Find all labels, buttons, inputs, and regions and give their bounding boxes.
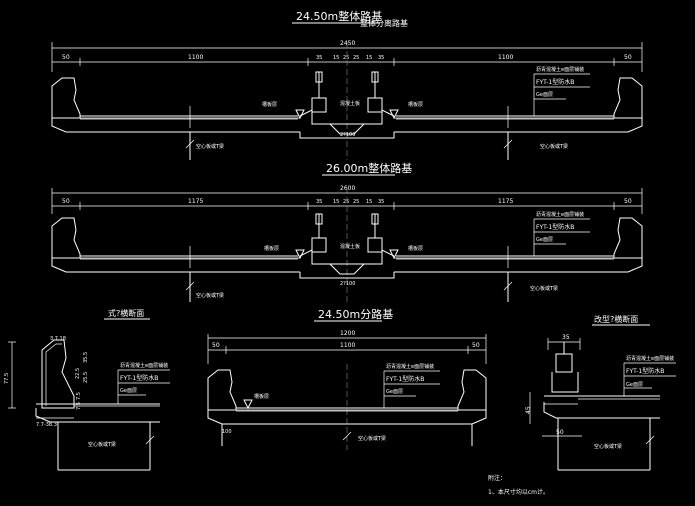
dim-detail-left-bottom: 7.7-38.3 <box>36 422 57 428</box>
dim-right-span-top: 1100 <box>498 54 513 61</box>
label-median-left-top: 槽板层 <box>262 101 277 108</box>
layer-label-3-middle: Ge面层 <box>536 237 553 243</box>
dim-detail-right-bottom: 50 <box>556 429 564 436</box>
dim-right-margin-middle: 50 <box>624 198 632 205</box>
layer-label-1-bottom: 沥青混凝土e面层铺装 <box>386 363 434 370</box>
dim-left-span-top: 1100 <box>188 54 203 61</box>
dim-median-3: 25 <box>353 55 359 61</box>
dim-overall-bottom: 1200 <box>340 330 355 337</box>
layer-label-2-middle: FYT-1型防水B <box>536 223 574 231</box>
dim-left-span-middle: 1175 <box>188 198 203 205</box>
dim-median-1: 15 <box>333 55 339 61</box>
label-girder-bottom: 空心板或T梁 <box>358 435 386 442</box>
dim-detail-left-d: 7.5 <box>76 392 82 400</box>
label-median-bottom: 槽板层 <box>254 393 269 400</box>
detail-right: 35 45 50 沥青混凝土e面层铺装 FYT-1型防水B Ge面层 空心板或T… <box>525 334 676 471</box>
dim-median-mid-3: 25 <box>353 199 359 205</box>
layer-label-1-middle: 沥青混凝土e面层铺装 <box>536 211 584 218</box>
label-center-top: 混凝土板 <box>340 100 360 107</box>
dim-detail-right-height: 45 <box>525 406 532 414</box>
dim-left-margin-middle: 50 <box>62 198 70 205</box>
dim-center-middle: 2?100 <box>340 281 355 287</box>
dim-overall-middle: 2600 <box>340 185 355 192</box>
dim-right-span-middle: 1175 <box>498 198 513 205</box>
label-girder-left-middle: 空心板或T梁 <box>196 292 224 299</box>
section-middle: 2600 50 1175 1175 50 35 15 25 25 15 35 <box>51 185 643 302</box>
dim-left-margin-top: 50 <box>62 54 70 61</box>
dim-median-mid-0: 35 <box>316 199 322 205</box>
dim-median-mid-5: 35 <box>378 199 384 205</box>
notes-heading: 附注： <box>488 474 506 482</box>
dim-detail-left-c: 22.5 <box>75 368 81 379</box>
title-section-middle: 26.00m整体路基 <box>326 161 412 175</box>
dim-median-mid-4: 15 <box>366 199 372 205</box>
label-median-right-top: 槽板层 <box>408 101 423 108</box>
title-section-top-sub: 整体分离路基 <box>360 18 408 28</box>
label-girder-detail-left: 空心板或T梁 <box>88 441 116 448</box>
title-section-top: 24.50m整体路基 <box>296 9 382 23</box>
dim-detail-left-top: 3.7.18 <box>50 336 66 342</box>
dim-median-0: 35 <box>316 55 322 61</box>
dim-detail-left-b: 25.5 <box>83 372 89 383</box>
dim-median-5: 35 <box>378 55 384 61</box>
layer-label-2-detail-left: FYT-1型防水B <box>120 374 158 382</box>
dim-center-top: 2?100 <box>340 132 355 138</box>
layer-label-1-detail-right: 沥青混凝土e面层铺装 <box>626 355 674 362</box>
layer-label-2-bottom: FYT-1型防水B <box>386 375 424 383</box>
label-girder-detail-right: 空心板或T梁 <box>594 443 622 450</box>
dim-median-2: 25 <box>343 55 349 61</box>
layer-label-1-detail-left: 沥青混凝土e面层铺装 <box>120 362 168 369</box>
layer-label-1-top: 沥青混凝土e面层铺装 <box>536 66 584 73</box>
dim-overall-top: 2450 <box>340 40 355 47</box>
layer-label-3-bottom: Ge面层 <box>386 389 403 395</box>
title-section-bottom: 24.50m分路基 <box>318 308 393 321</box>
section-bottom: 1200 50 1100 50 槽板层 空心板或T梁 100 沥青混凝土e面层铺… <box>207 330 487 450</box>
dim-detail-left-a: 35.5 <box>83 352 89 363</box>
label-center-middle: 混凝土板 <box>340 243 360 250</box>
title-detail-left: 式?横断面 <box>108 308 144 318</box>
label-median-right-middle: 槽板层 <box>408 245 423 252</box>
dim-offset-bottom: 100 <box>222 429 232 435</box>
layer-label-3-detail-right: Ge面层 <box>626 382 643 388</box>
section-top: 2450 50 1100 1100 50 35 15 25 25 15 35 <box>51 40 643 160</box>
dim-median-4: 15 <box>366 55 372 61</box>
dim-median-mid-2: 25 <box>343 199 349 205</box>
notes-item-1: 1、本尺寸均以cm计。 <box>488 488 549 496</box>
layer-label-2-detail-right: FYT-1型防水B <box>626 367 664 375</box>
label-girder-right-top: 空心板或T梁 <box>540 143 568 150</box>
detail-left: 77.5 3.7.18 35.5 25.5 22.5 7.5 7.5 7.7-3… <box>4 336 170 471</box>
label-girder-right-middle: 空心板或T梁 <box>530 285 558 292</box>
dim-right-margin-bottom: 50 <box>472 342 480 349</box>
layer-label-2-top: FYT-1型防水B <box>536 78 574 86</box>
label-median-left-middle: 槽板层 <box>264 245 279 252</box>
dim-left-margin-bottom: 50 <box>212 342 220 349</box>
dim-median-mid-1: 15 <box>333 199 339 205</box>
dim-detail-right-top: 35 <box>562 334 570 341</box>
dim-detail-left-height: 77.5 <box>4 373 10 384</box>
layer-label-3-top: Ge面层 <box>536 92 553 98</box>
label-girder-left-top: 空心板或T梁 <box>196 143 224 150</box>
dim-span-bottom: 1100 <box>340 342 355 349</box>
layer-label-3-detail-left: Ge面层 <box>120 388 137 394</box>
dim-right-margin-top: 50 <box>624 54 632 61</box>
title-detail-right: 改型?横断面 <box>594 314 638 324</box>
